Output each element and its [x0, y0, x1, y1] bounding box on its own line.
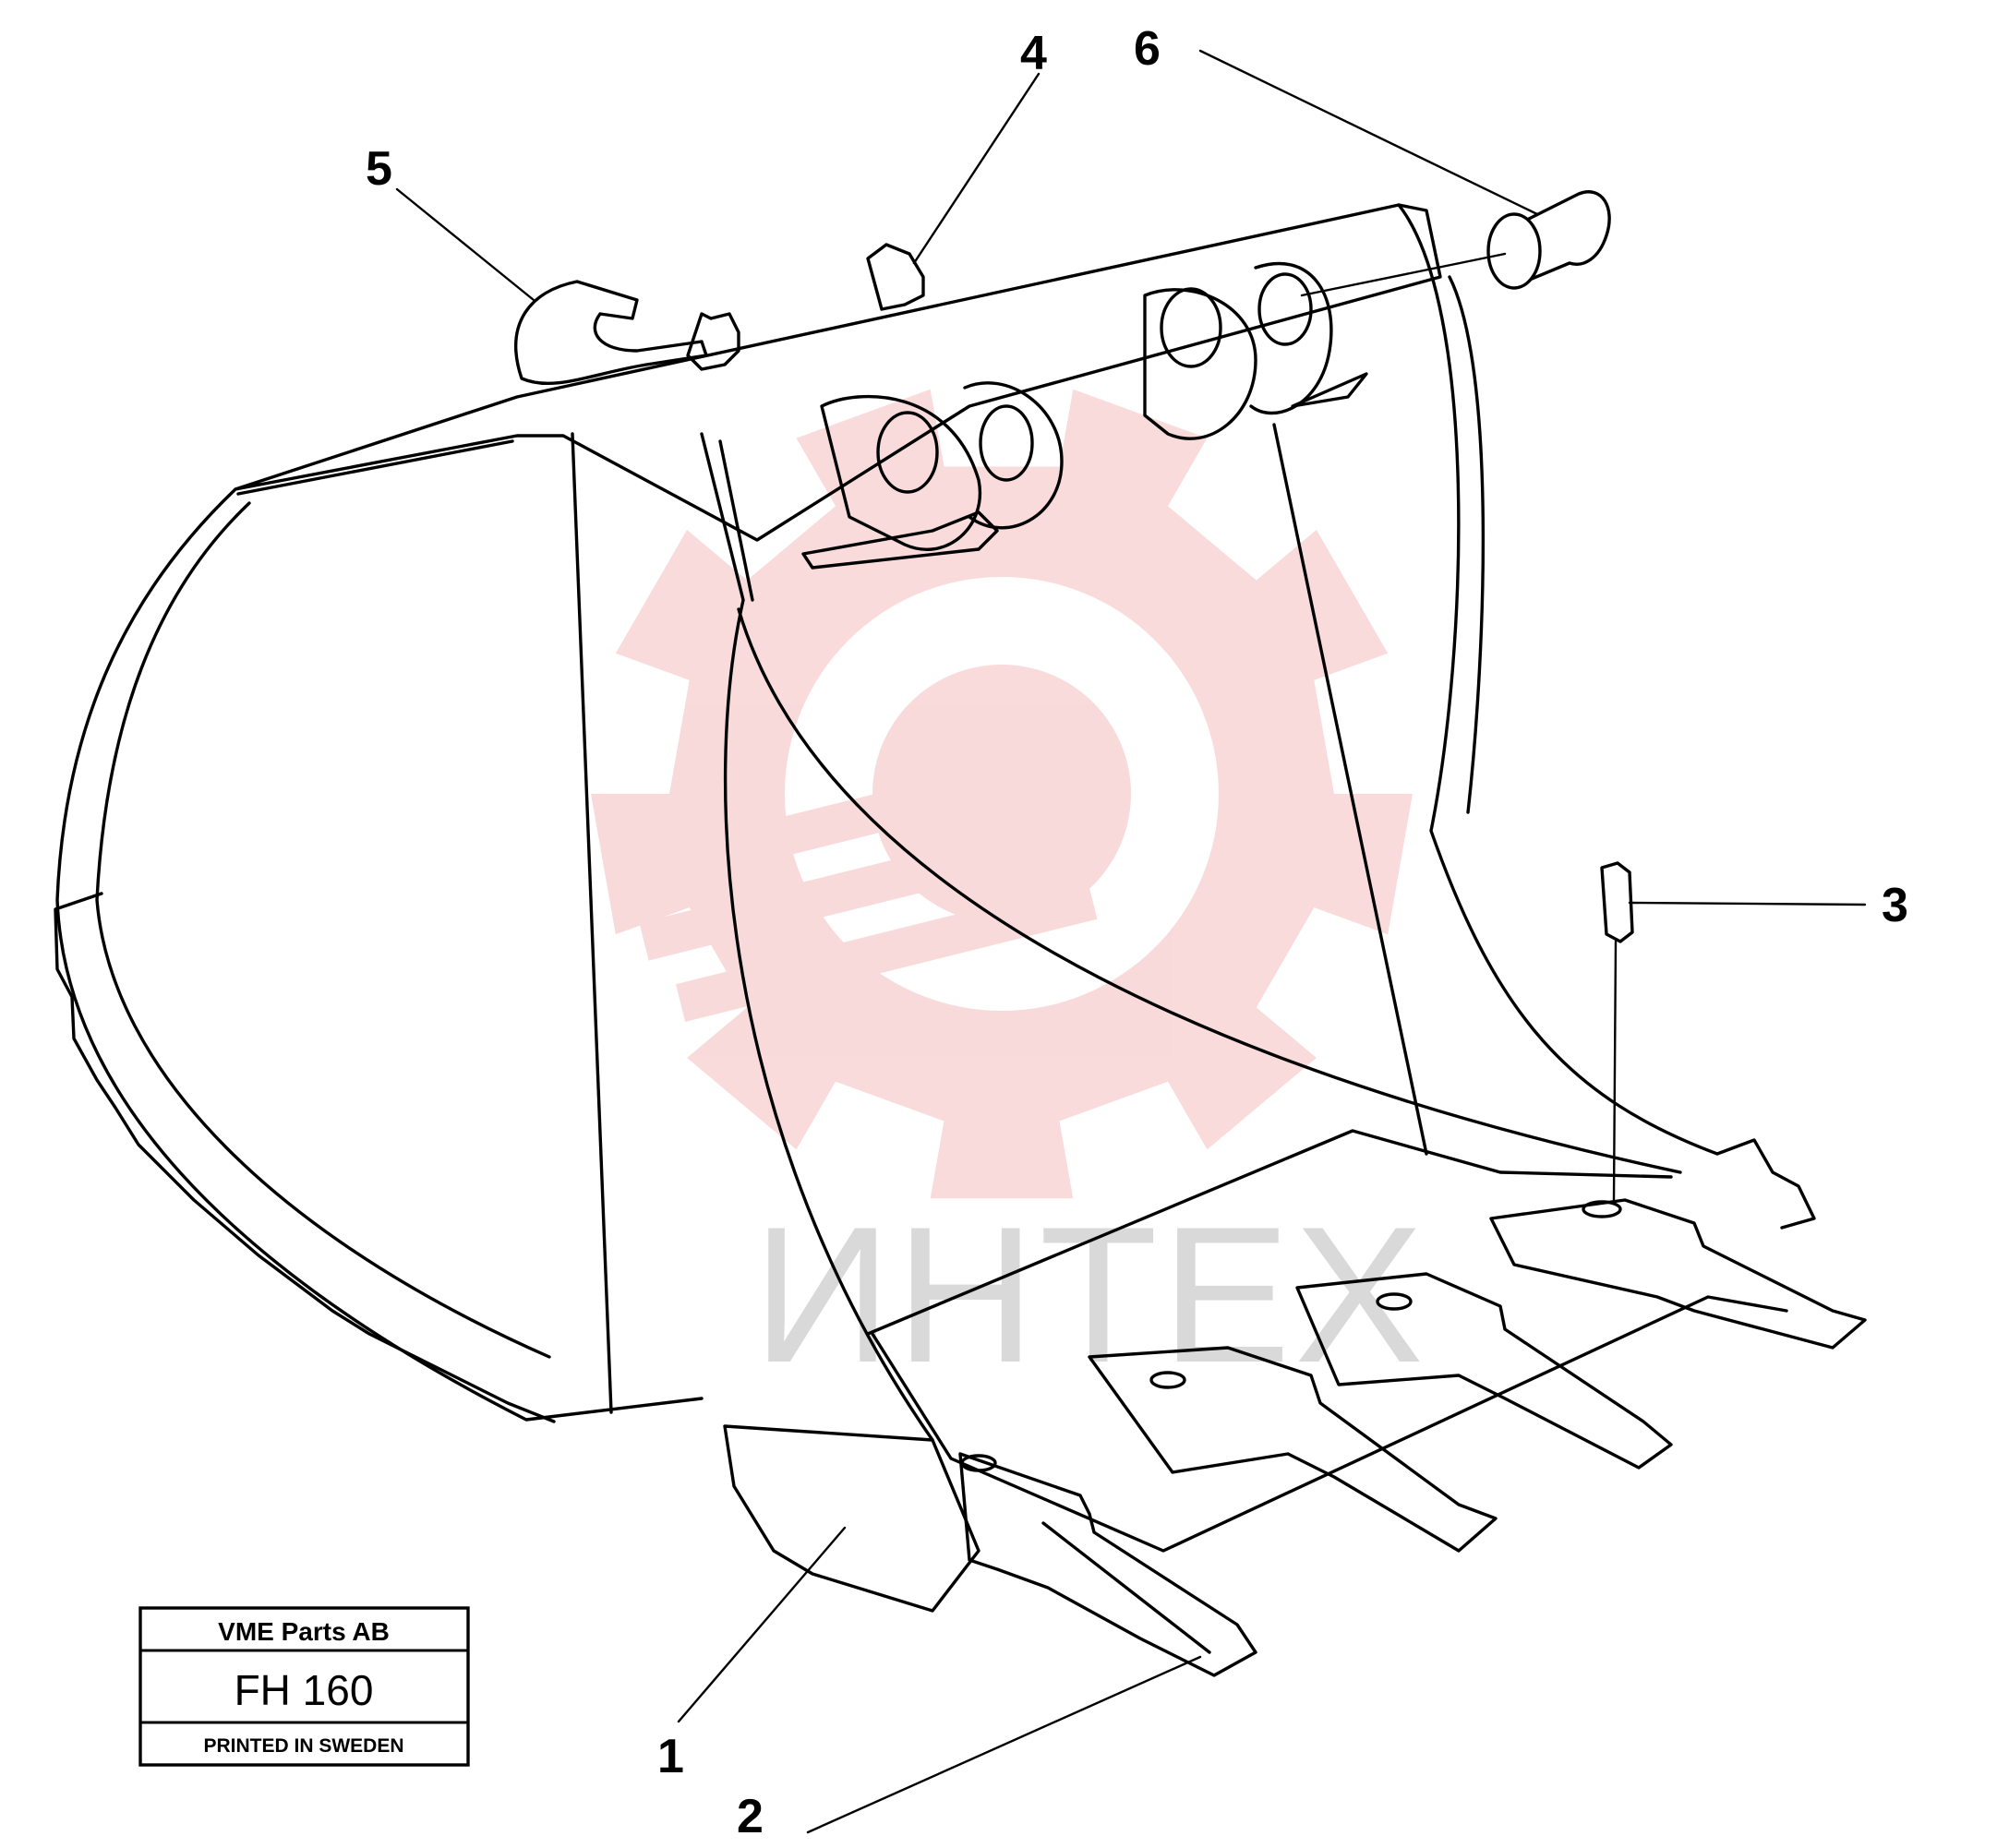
- callout-3: 3: [1882, 879, 1908, 932]
- callout-1: 1: [657, 1730, 684, 1783]
- watermark-text: ИНТЕХ: [752, 1186, 1427, 1403]
- callout-6: 6: [1134, 22, 1161, 76]
- bucket-pin-part6: [1486, 190, 1611, 290]
- title-stamp: VME Parts AB FH 160 PRINTED IN SWEDEN: [138, 1606, 470, 1767]
- leader-lines: [395, 49, 1867, 1834]
- stamp-company: VME Parts AB: [218, 1617, 390, 1646]
- callout-4: 4: [1020, 27, 1047, 80]
- bucket-teeth: [958, 1198, 1867, 1677]
- stamp-model: FH 160: [235, 1666, 374, 1714]
- callout-2: 2: [737, 1790, 764, 1843]
- watermark-gear-logo: [591, 389, 1413, 1199]
- lugs: [801, 261, 1368, 570]
- stop-part4-b: [866, 243, 925, 311]
- bucket-body: [54, 203, 1816, 1613]
- stamp-printed: PRINTED IN SWEDEN: [203, 1735, 403, 1757]
- callout-5: 5: [366, 142, 392, 196]
- lifting-hook-part5: [514, 280, 708, 386]
- stop-part4-a: [686, 312, 740, 371]
- retainer-part3: [1600, 861, 1634, 943]
